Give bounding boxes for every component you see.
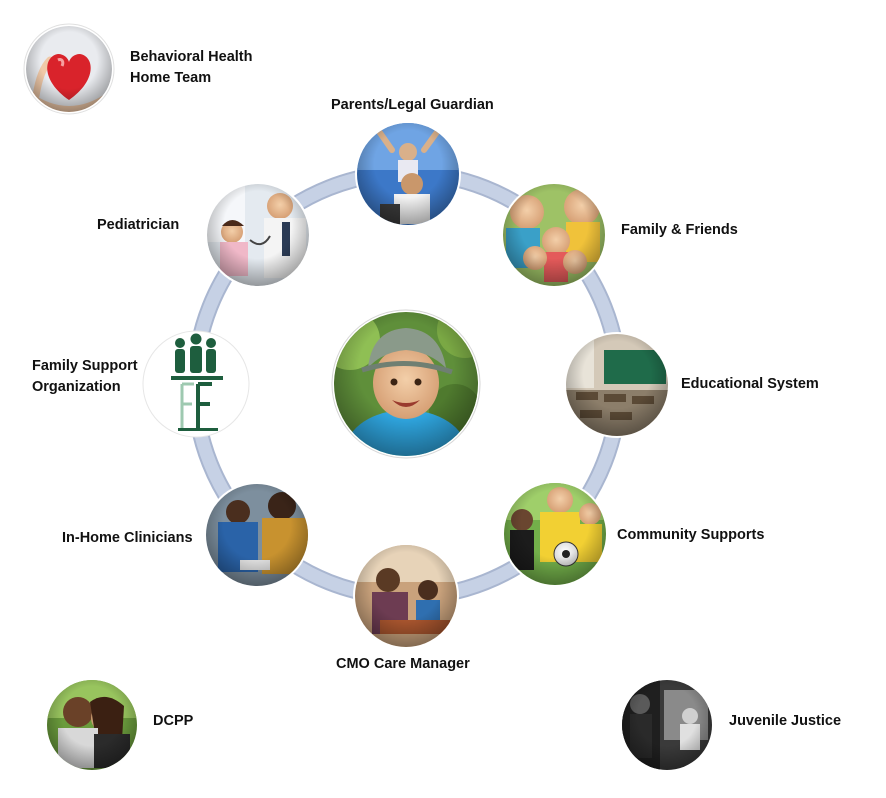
juvenile-justice-label: Juvenile Justice [729, 713, 842, 729]
educational-node [564, 332, 670, 438]
in-home-label: In-Home Clinicians [62, 530, 193, 546]
children-group-photo-icon [503, 184, 605, 286]
behavioral-health-label: Behavioral Health Home Team [130, 49, 253, 86]
family-friends-label: Family & Friends [621, 222, 738, 238]
family-support-logo-icon [171, 333, 223, 431]
classroom-photo-icon [566, 334, 668, 436]
behavioral-node [23, 23, 115, 115]
center-node [331, 309, 481, 459]
family-friends-node [501, 182, 607, 288]
cmo-label: CMO Care Manager [336, 656, 470, 672]
cmo-node [353, 543, 459, 649]
dcpp-label: DCPP [153, 713, 194, 729]
family-support-label: Family Support Organization [32, 358, 138, 395]
fso-node [142, 330, 250, 438]
educational-label: Educational System [681, 376, 819, 392]
parents-label: Parents/Legal Guardian [331, 97, 494, 113]
care-manager-photo-icon [355, 545, 457, 647]
pediatrician-label: Pediatrician [97, 217, 180, 233]
parents-node [355, 121, 461, 227]
doctor-child-photo-icon [207, 184, 309, 286]
juvenile-justice-photo-icon [622, 680, 712, 770]
juvenile-node [620, 678, 714, 772]
clinicians-photo-icon [206, 484, 308, 586]
dcpp-node [45, 678, 139, 772]
smiling-child-photo-icon [334, 312, 478, 456]
pediatrician-node [205, 182, 311, 288]
in-home-node [204, 482, 310, 588]
community-label: Community Supports [617, 527, 765, 543]
